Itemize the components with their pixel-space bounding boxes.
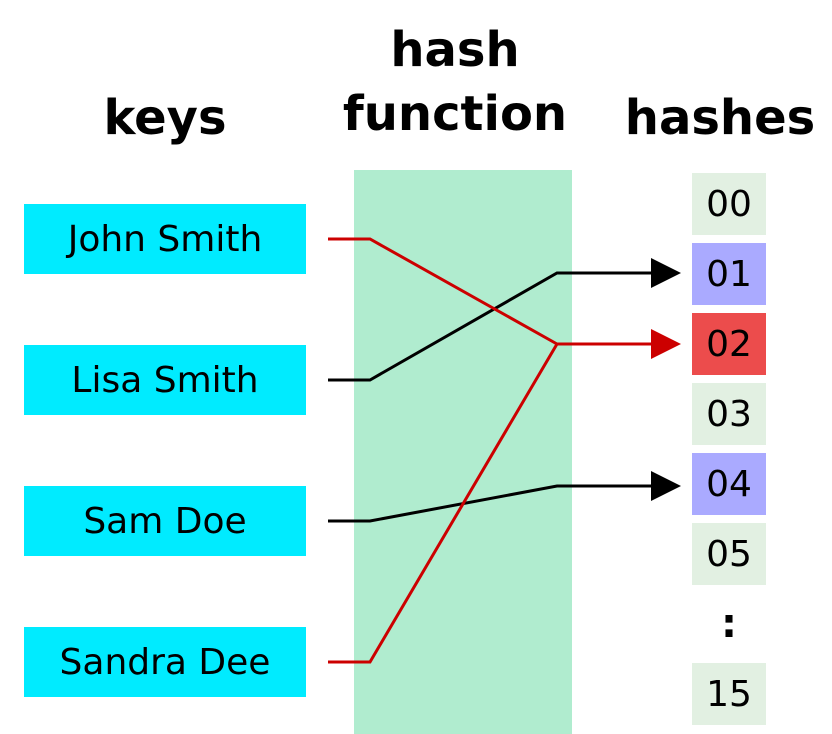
hash-function-heading: hash function <box>330 18 580 146</box>
key-john-smith: John Smith <box>24 204 306 274</box>
link-john-smith-to-02 <box>328 237 558 346</box>
hashes-heading: hashes <box>624 90 816 146</box>
hash-cell-02: 02 <box>692 313 766 375</box>
keys-heading: keys <box>103 90 227 146</box>
key-sam-doe: Sam Doe <box>24 486 306 556</box>
hash-cell-00: 00 <box>692 173 766 235</box>
link-sam-doe-to-04 <box>328 471 681 523</box>
hash-cell-01: 01 <box>692 243 766 305</box>
hash-cell-03: 03 <box>692 383 766 445</box>
hash-function-heading-line1: hash <box>390 22 520 78</box>
key-sandra-dee: Sandra Dee <box>24 627 306 697</box>
hash-ellipsis: : <box>692 593 766 655</box>
hash-function-band <box>354 170 572 734</box>
hash-function-heading-line2: function <box>342 86 568 142</box>
hash-cell-04: 04 <box>692 453 766 515</box>
hash-cell-15: 15 <box>692 663 766 725</box>
hash-cell-05: 05 <box>692 523 766 585</box>
link-sandra-dee-to-02 <box>328 343 559 664</box>
link-lisa-smith-to-01 <box>328 258 681 382</box>
key-lisa-smith: Lisa Smith <box>24 345 306 415</box>
